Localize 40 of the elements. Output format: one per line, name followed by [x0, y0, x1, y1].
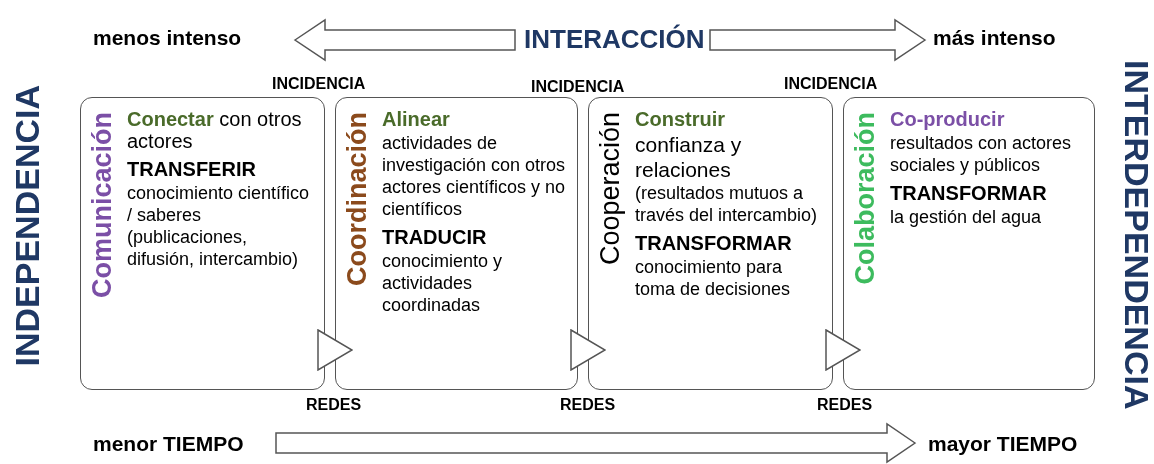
description-text: conocimiento y actividades coordinadas [382, 250, 504, 316]
description-text: (resultados mutuos a través del intercambio) [635, 182, 819, 226]
action-verb: Construir [635, 108, 726, 130]
scale-label: más intenso [933, 26, 1056, 50]
stage-title: Cooperación [595, 112, 626, 266]
arrow [570, 329, 606, 371]
scale-label: mayor TIEMPO [928, 432, 1078, 456]
action-verb: Co-producir [890, 108, 1006, 130]
flow-label: INCIDENCIA [784, 75, 878, 93]
arrow [825, 329, 861, 371]
flow-label: INCIDENCIA [272, 75, 366, 93]
scale-label: menor TIEMPO [93, 432, 244, 456]
description-text: la gestión del agua [890, 206, 1043, 228]
stage-card [843, 97, 1095, 390]
flow-label: REDES [306, 396, 362, 414]
action-verb: Alinear [382, 108, 451, 130]
stage-title: Colaboración [850, 112, 881, 285]
action-text: Conectar con otros actores [127, 108, 303, 152]
description-text: confianza y relaciones [635, 132, 743, 182]
flow-label: REDES [560, 396, 616, 414]
description-text: actividades de investigación con otros actores científicos y no científicos [382, 132, 567, 220]
action-heading: TRADUCIR [382, 226, 488, 248]
stage-title: Comunicación [87, 112, 118, 299]
action-heading: TRANSFORMAR [890, 182, 1048, 204]
description-text: conocimiento para toma de decisiones [635, 256, 792, 300]
axis-title: INTERDEPENDENCIA [1117, 60, 1154, 410]
description-text: resultados con actores sociales y públicos [890, 132, 1073, 176]
axis-title: INDEPENDENCIA [8, 85, 47, 367]
flow-label: REDES [817, 396, 873, 414]
scale-label: menos intenso [93, 26, 242, 50]
flow-label: INCIDENCIA [531, 78, 625, 96]
stage-card [335, 97, 578, 390]
arrow [317, 329, 353, 371]
action-heading: TRANSFERIR [127, 158, 257, 180]
stage-title: Coordinación [342, 112, 373, 286]
axis-title: INTERACCIÓN [524, 24, 705, 55]
stage-card [80, 97, 325, 390]
stage-card [588, 97, 833, 390]
description-text: conocimiento científico / saberes (publicaciones, difusión, intercambio) [127, 182, 311, 270]
action-heading: TRANSFORMAR [635, 232, 793, 254]
